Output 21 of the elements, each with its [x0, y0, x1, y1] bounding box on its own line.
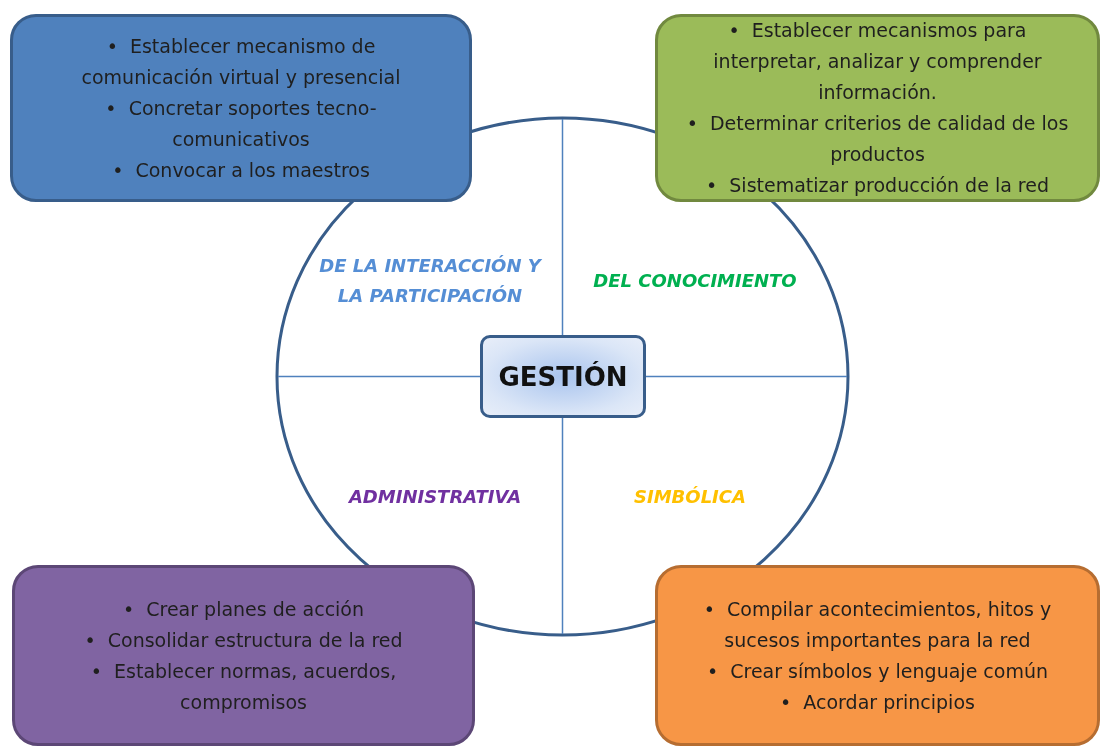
bullet-item: • Determinar criterios de calidad de los productos: [685, 111, 1070, 167]
bullet-card: [655, 565, 1100, 746]
bullet-item: • Convocar a los maestros: [111, 157, 371, 183]
bullet-item: • Establecer mecanismos para interpretar, analizar y comprender información.: [712, 18, 1043, 105]
quadrant-label: DE LA INTERACCIÓN Y LA PARTICIPACIÓN: [318, 254, 543, 308]
bullet-item: • Crear símbolos y lenguaje común: [705, 658, 1050, 684]
bullet-item: • Concretar soportes tecno-comunicativos: [104, 95, 378, 152]
quadrant-label: DEL CONOCIMIENTO: [592, 269, 798, 293]
bullet-card: [655, 14, 1100, 202]
bullet-item: • Establecer normas, acuerdos, compromisos: [89, 658, 398, 715]
quadrant-label: SIMBÓLICA: [633, 485, 747, 509]
quadrant-label: ADMINISTRATIVA: [347, 485, 523, 509]
bullet-item: • Establecer mecanismo de comunicación virtual y presencial: [80, 33, 402, 90]
bullet-item: • Compilar acontecimientos, hitos y sucesos importantes para la red: [702, 596, 1053, 653]
bullet-card: [10, 14, 472, 202]
bullet-item: • Crear planes de acción: [121, 596, 366, 622]
bullet-card: [12, 565, 475, 746]
bullet-item: • Sistematizar producción de la red: [705, 173, 1050, 198]
bullet-item: • Acordar principios: [779, 689, 976, 715]
bullet-item: • Consolidar estructura de la red: [83, 627, 404, 653]
center-box: GESTIÓN: [480, 335, 646, 418]
